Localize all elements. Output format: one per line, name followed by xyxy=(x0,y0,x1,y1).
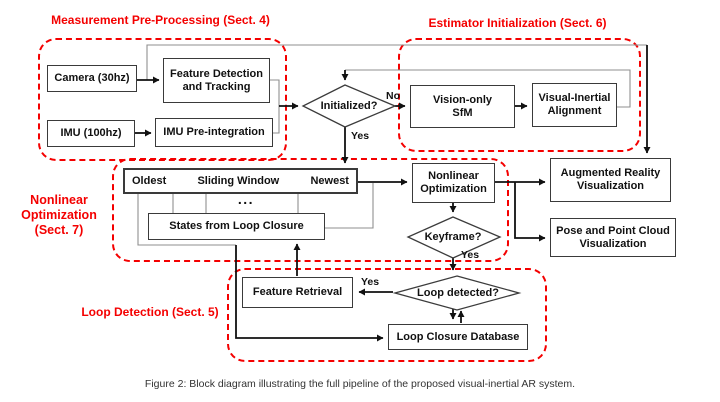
region-title-nonlinear-optimization: Nonlinear Optimization (Sect. 7) xyxy=(21,193,97,237)
node-visual-inertial-alignment: Visual-Inertial Alignment xyxy=(532,83,617,127)
sliding-window-oldest-label: Oldest xyxy=(132,174,167,187)
label-keyframe: Keyframe? xyxy=(424,231,482,243)
node-pose-point-cloud-visualization: Pose and Point Cloud Visualization xyxy=(550,218,676,257)
flow-arrows xyxy=(135,45,651,342)
label-initialized: Initialized? xyxy=(320,100,378,112)
line-imupre-out xyxy=(273,106,280,134)
line-camera-feed-top xyxy=(146,44,647,80)
node-imu-preintegration: IMU Pre-integration xyxy=(155,118,273,147)
region-nonlinear-optimization xyxy=(112,158,509,262)
sliding-window-title: Sliding Window xyxy=(197,174,280,187)
node-loop-closure-database: Loop Closure Database xyxy=(388,324,528,350)
diamond-initialized xyxy=(301,84,397,128)
region-title-estimator-initialization: Estimator Initialization (Sect. 6) xyxy=(428,16,607,30)
node-imu: IMU (100hz) xyxy=(47,120,135,147)
node-sliding-window: Oldest Sliding Window Newest xyxy=(123,168,358,194)
decision-diamonds xyxy=(301,84,522,311)
region-estimator-initialization xyxy=(398,38,641,152)
line-oldest-marginalize xyxy=(137,194,236,246)
label-loop-detected: Loop detected? xyxy=(417,287,499,299)
sliding-window-ellipsis: ... xyxy=(237,191,255,207)
region-title-loop-detection: Loop Detection (Sect. 5) xyxy=(81,305,219,319)
edge-label-yes-loop-detected: Yes xyxy=(361,276,380,288)
node-vision-only-sfm: Vision-only SfM xyxy=(410,85,515,128)
region-measurement-preprocessing xyxy=(38,38,287,161)
edge-label-yes-keyframe: Yes xyxy=(461,249,480,261)
thin-connector-lines xyxy=(137,44,647,246)
figure-caption: Figure 2: Block diagram illustrating the… xyxy=(144,378,576,390)
diamond-loop-detected xyxy=(392,275,522,311)
node-nonlinear-optimization: Nonlinear Optimization xyxy=(412,163,495,203)
node-feature-retrieval: Feature Retrieval xyxy=(242,277,353,308)
diamond-keyframe xyxy=(406,216,502,259)
line-states-merge xyxy=(325,183,374,229)
line-feature-out xyxy=(270,79,280,106)
node-ar-visualization: Augmented Reality Visualization xyxy=(550,158,671,202)
region-title-measurement-preprocessing: Measurement Pre-Processing (Sect. 4) xyxy=(51,13,270,27)
line-alignment-feedback xyxy=(345,69,631,108)
edge-label-yes-initialized: Yes xyxy=(351,130,370,142)
edge-label-no: No xyxy=(386,90,400,102)
node-states-from-loop-closure: States from Loop Closure xyxy=(148,213,325,240)
node-feature-detection: Feature Detection and Tracking xyxy=(163,58,270,103)
node-camera: Camera (30hz) xyxy=(47,65,137,92)
arrow-optimization-to-pose xyxy=(514,182,546,242)
sliding-window-newest-label: Newest xyxy=(310,174,349,187)
region-loop-detection xyxy=(227,268,547,362)
arrow-oldest-to-database xyxy=(235,245,384,342)
